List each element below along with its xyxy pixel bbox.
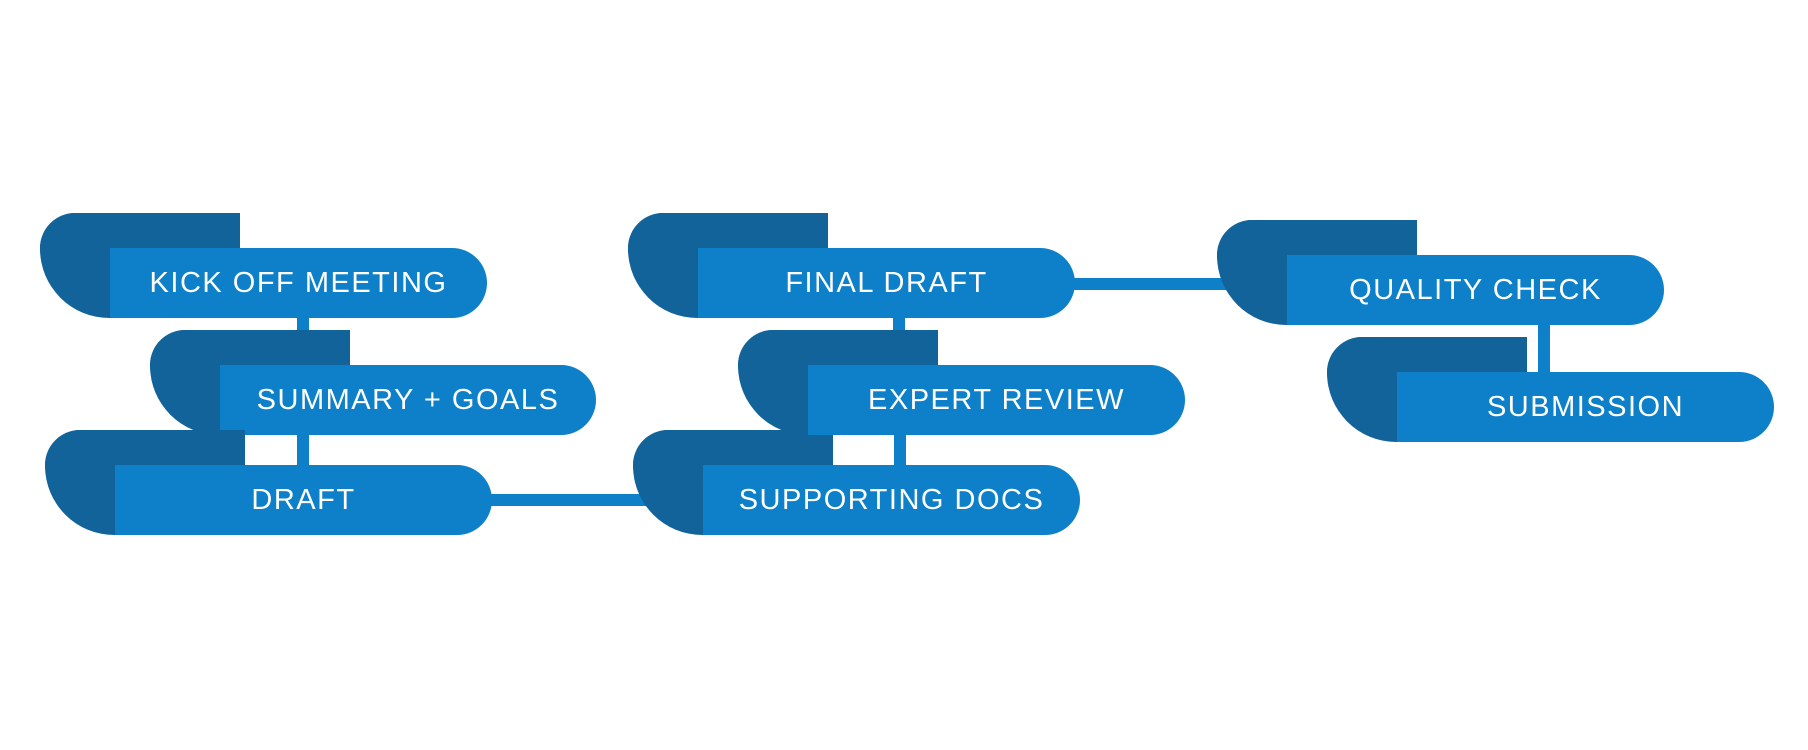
step-expert-review: EXPERT REVIEW <box>738 330 1185 435</box>
connector-supporting-expert <box>894 430 906 470</box>
step-pill <box>808 365 1185 435</box>
step-summary-goals: SUMMARY + GOALS <box>150 330 596 435</box>
step-label: EXPERT REVIEW <box>868 383 1125 416</box>
step-pill <box>115 465 492 535</box>
step-pill <box>703 465 1080 535</box>
step-pill <box>698 248 1075 318</box>
step-label: QUALITY CHECK <box>1349 273 1602 306</box>
connector-quality-submission <box>1538 318 1550 376</box>
connector-final-quality <box>1070 278 1230 290</box>
step-label: SUMMARY + GOALS <box>256 383 560 416</box>
step-label: FINAL DRAFT <box>785 266 988 299</box>
step-pill <box>110 248 487 318</box>
step-label: KICK OFF MEETING <box>149 266 448 299</box>
step-kick-off-meeting: KICK OFF MEETING <box>40 213 487 318</box>
step-pill <box>1287 255 1664 325</box>
step-supporting-docs: SUPPORTING DOCS <box>633 430 1080 535</box>
step-pill <box>1397 372 1774 442</box>
step-final-draft: FINAL DRAFT <box>628 213 1075 318</box>
connector-draft-supporting <box>490 494 650 506</box>
step-draft: DRAFT <box>45 430 492 535</box>
step-pill <box>220 365 596 435</box>
step-label: SUBMISSION <box>1486 390 1685 423</box>
step-label: DRAFT <box>251 483 356 516</box>
step-submission: SUBMISSION <box>1327 337 1774 442</box>
connector-summary-draft <box>297 430 309 470</box>
step-label: SUPPORTING DOCS <box>738 483 1045 516</box>
step-quality-check: QUALITY CHECK <box>1217 220 1664 325</box>
